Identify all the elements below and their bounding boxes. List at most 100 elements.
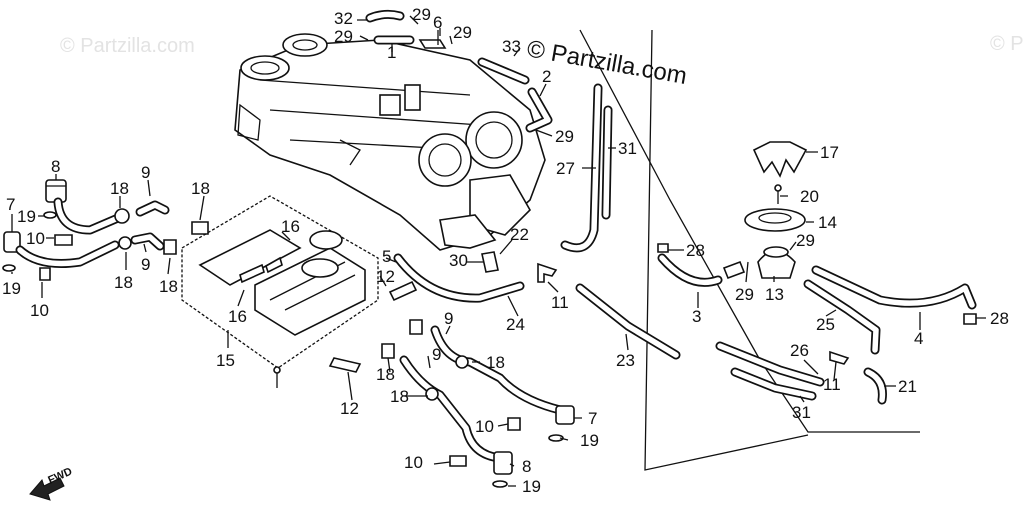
- callout-10: 10: [404, 453, 423, 472]
- callout-5: 5: [382, 247, 391, 266]
- callout-1: 1: [387, 43, 396, 62]
- callout-3: 3: [692, 307, 701, 326]
- callout-19: 19: [522, 477, 541, 496]
- hose-4: [811, 265, 977, 310]
- filter-7-mid: [555, 405, 575, 425]
- callout-28: 28: [686, 241, 705, 260]
- callout-19: 19: [2, 279, 21, 298]
- callout-19: 19: [580, 431, 599, 450]
- callout-23: 23: [616, 351, 635, 370]
- callout-18: 18: [390, 387, 409, 406]
- callout-33: 33: [502, 37, 521, 56]
- hose-left-upper: [53, 197, 123, 235]
- clamp-18-left-b: [118, 221, 209, 255]
- hose-3: [657, 253, 746, 287]
- bracket-12-upper: [388, 280, 418, 302]
- callout-18: 18: [110, 179, 129, 198]
- callout-8: 8: [51, 157, 60, 176]
- callout-9: 9: [141, 255, 150, 274]
- hose-27: [560, 83, 603, 253]
- callout-18: 18: [486, 353, 505, 372]
- joint-11-right: [829, 350, 850, 365]
- screw-20: [774, 184, 782, 204]
- callout-16: 16: [281, 217, 300, 236]
- callout-labels: 32 29 29 6 29 1 33 2 29 27 31 8 9 18 18 …: [2, 5, 1009, 496]
- callout-26: 26: [790, 341, 809, 360]
- callout-19: 19: [17, 207, 36, 226]
- callout-6: 6: [433, 13, 442, 32]
- callout-12: 12: [340, 399, 359, 418]
- joint-11-mid: [537, 262, 558, 283]
- fitting-10-left: [39, 234, 73, 281]
- hose-left-lower: [15, 240, 120, 268]
- callout-9: 9: [432, 345, 441, 364]
- callout-2: 2: [542, 67, 551, 86]
- callout-10: 10: [26, 229, 45, 248]
- callout-15: 15: [216, 351, 235, 370]
- callout-29: 29: [796, 231, 815, 250]
- hose-33: [477, 57, 530, 85]
- callout-31: 31: [618, 139, 637, 158]
- callout-4: 4: [914, 329, 923, 348]
- callout-29: 29: [735, 285, 754, 304]
- callout-30: 30: [449, 251, 468, 270]
- callout-10: 10: [30, 301, 49, 320]
- callout-13: 13: [765, 285, 784, 304]
- cover-17: [752, 141, 808, 178]
- hose-23: [575, 283, 681, 360]
- callout-24: 24: [506, 315, 525, 334]
- callout-21: 21: [898, 377, 917, 396]
- bracket-12-lower: [328, 357, 362, 373]
- hose-9-left-lower: [130, 232, 165, 251]
- callout-22: 22: [510, 225, 529, 244]
- callout-31: 31: [792, 403, 811, 422]
- hose-26: [715, 341, 825, 387]
- filter-8-mid: [493, 451, 513, 475]
- callout-32: 32: [334, 9, 353, 28]
- hose-9-mid-upper: [430, 325, 565, 415]
- callout-9: 9: [141, 163, 150, 182]
- hose-31-lower: [730, 367, 817, 401]
- fwd-arrow: FWD: [29, 466, 74, 501]
- washers-19-mid: [492, 434, 564, 488]
- callout-18: 18: [191, 179, 210, 198]
- carburetor-assembly: [234, 33, 546, 251]
- callout-29: 29: [555, 127, 574, 146]
- hose-2: [525, 87, 553, 133]
- hose-9-mid-lower: [399, 355, 505, 463]
- leader-lines: [11, 15, 986, 487]
- clamps-18-mid: [381, 319, 469, 401]
- callout-17: 17: [820, 143, 839, 162]
- faint-watermark-left: © Partzilla.com: [60, 35, 195, 57]
- washer-19-left: [2, 211, 57, 272]
- valve-13: [757, 246, 796, 279]
- callout-29: 29: [412, 5, 431, 24]
- plugs-28: [657, 243, 977, 325]
- hose-25: [803, 279, 881, 355]
- callout-25: 25: [816, 315, 835, 334]
- hose-9-left-upper: [135, 200, 170, 217]
- clamp-18-left: [114, 208, 130, 224]
- cap-14: [744, 208, 806, 232]
- hose-32: [365, 9, 405, 23]
- callout-20: 20: [800, 187, 819, 206]
- callout-29: 29: [334, 27, 353, 46]
- callout-7: 7: [588, 409, 597, 428]
- airbox-15: [181, 195, 379, 388]
- callout-18: 18: [159, 277, 178, 296]
- callout-28: 28: [990, 309, 1009, 328]
- callout-11: 11: [551, 293, 569, 312]
- callout-29: 29: [453, 23, 472, 42]
- joint-6: [418, 30, 447, 49]
- hose-31-upper: [601, 105, 613, 220]
- callout-9: 9: [444, 309, 453, 328]
- callout-18: 18: [114, 273, 133, 292]
- callout-16: 16: [228, 307, 247, 326]
- callout-11: 11: [823, 375, 841, 394]
- callout-7: 7: [6, 195, 15, 214]
- callout-12: 12: [376, 267, 395, 286]
- callout-8: 8: [522, 457, 531, 476]
- hose-30: [481, 251, 499, 273]
- callout-10: 10: [475, 417, 494, 436]
